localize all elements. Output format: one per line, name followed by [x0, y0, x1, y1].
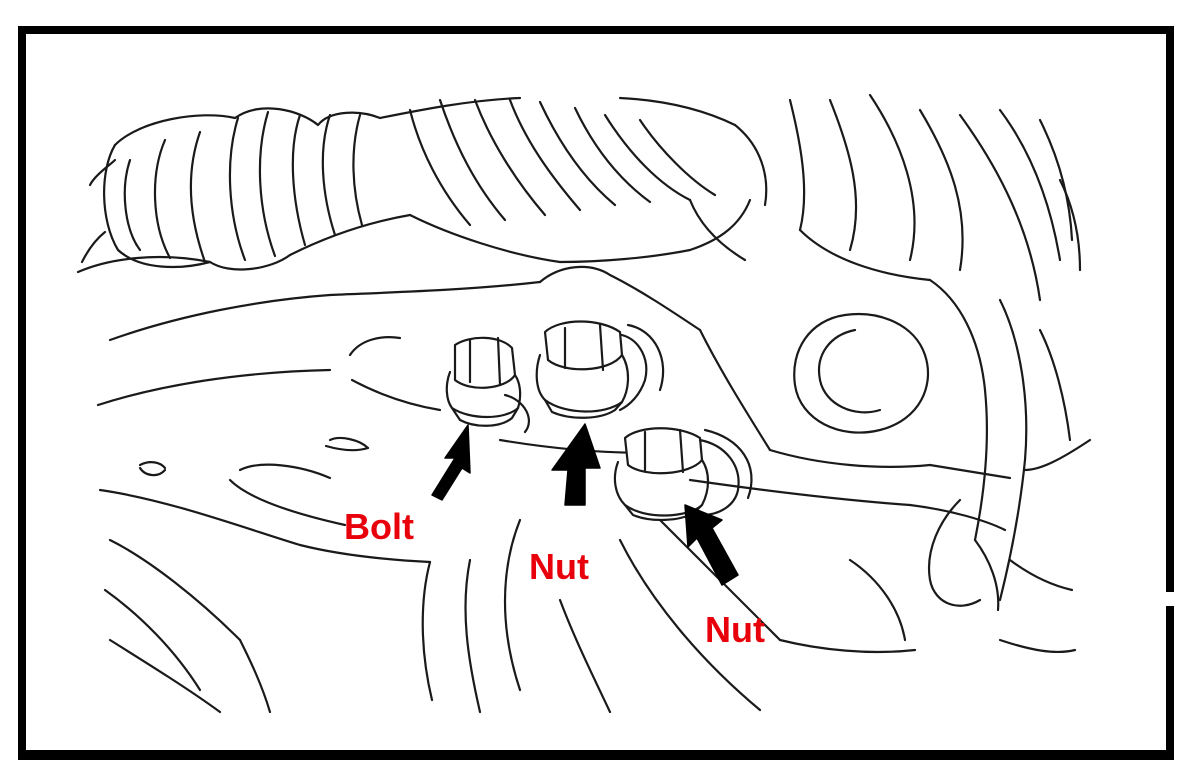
nut-center [535, 320, 665, 419]
frame-gap [1166, 592, 1182, 606]
bolt-head [445, 336, 531, 434]
lower-control-arm [96, 265, 1012, 532]
drive-shaft-boot [76, 96, 522, 274]
housing [408, 96, 768, 264]
callout-nut-center: Nut [529, 546, 589, 587]
callout-bolt: Bolt [344, 506, 414, 547]
nut-right [613, 427, 753, 522]
lower-body-lines [98, 488, 917, 714]
steering-knuckle [788, 93, 1092, 654]
callout-nut-right: Nut [705, 609, 765, 650]
arrows [431, 423, 739, 586]
arrow-nut-right-icon [684, 504, 739, 586]
arrow-bolt-icon [431, 424, 471, 501]
arrow-nut-center-icon [551, 423, 601, 506]
